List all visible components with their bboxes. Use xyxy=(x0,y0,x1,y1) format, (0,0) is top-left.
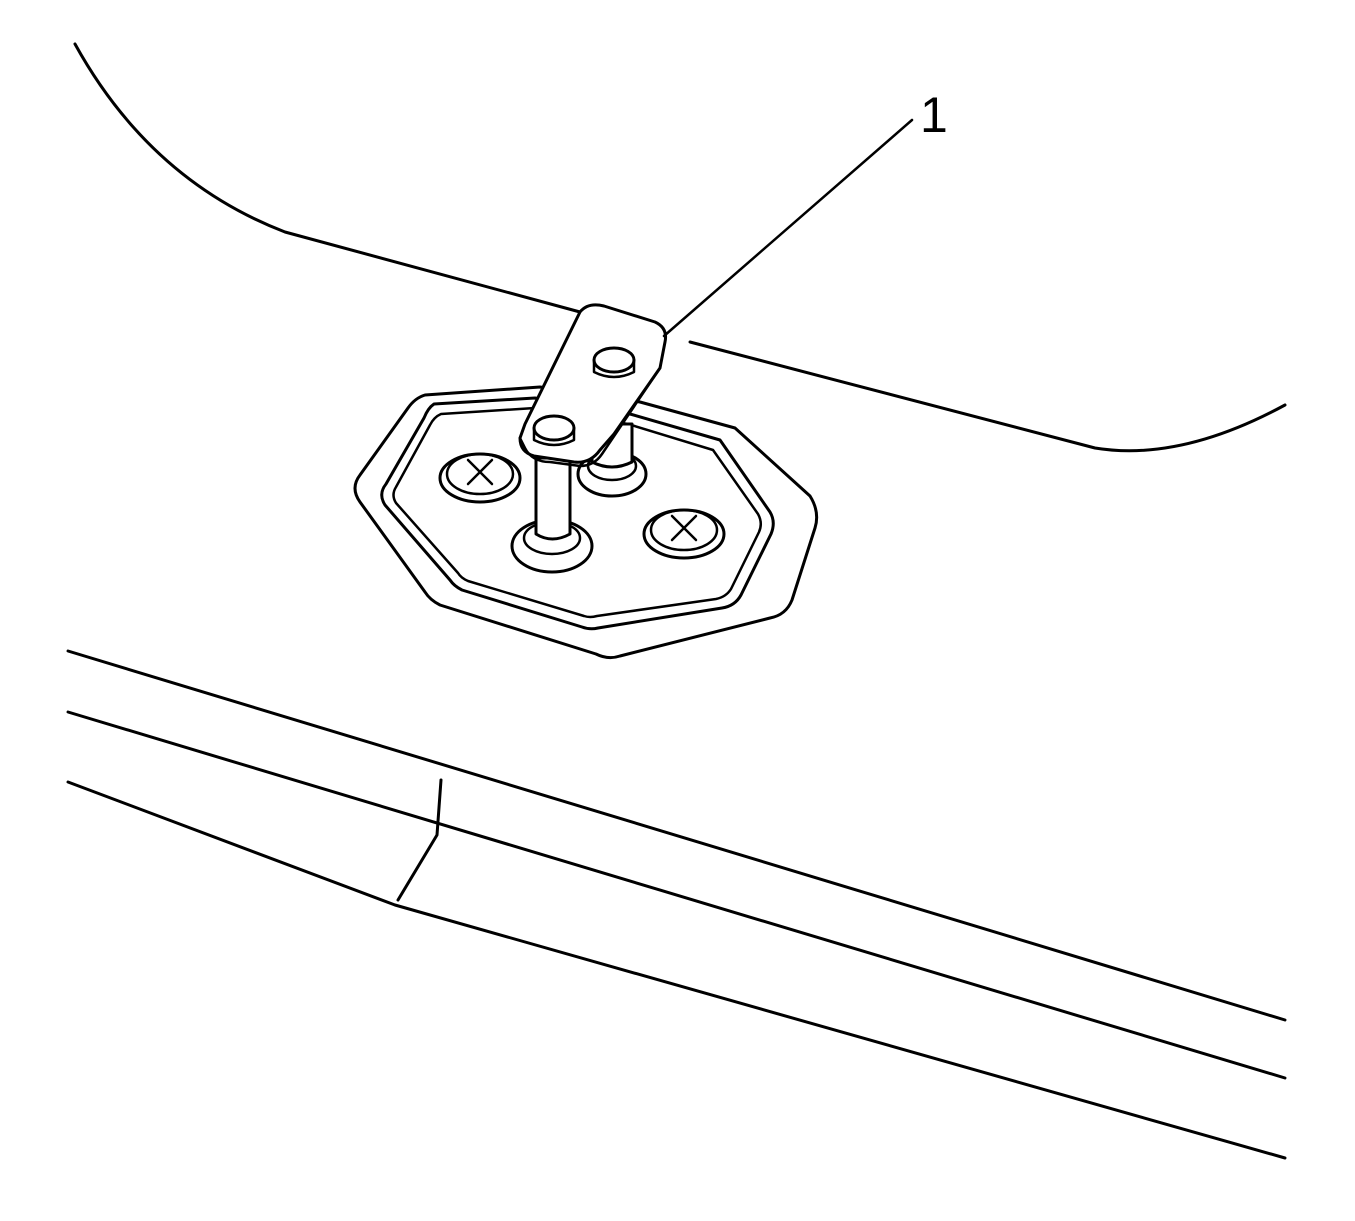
callout-1-label: 1 xyxy=(920,87,948,143)
striker-post-front xyxy=(510,456,594,574)
body-opening-outline xyxy=(73,42,1287,453)
sill-line-middle xyxy=(66,710,1287,1080)
callout-1-leader xyxy=(662,118,914,338)
left-screw xyxy=(438,452,522,504)
sill-line-top xyxy=(66,649,1287,1022)
striker-plate-outer xyxy=(380,396,775,631)
right-screw xyxy=(642,508,726,560)
panel-seam xyxy=(396,778,443,902)
striker-plate-inner xyxy=(392,406,762,619)
striker-loop xyxy=(518,303,667,468)
sill-line-bottom xyxy=(66,780,1287,1160)
